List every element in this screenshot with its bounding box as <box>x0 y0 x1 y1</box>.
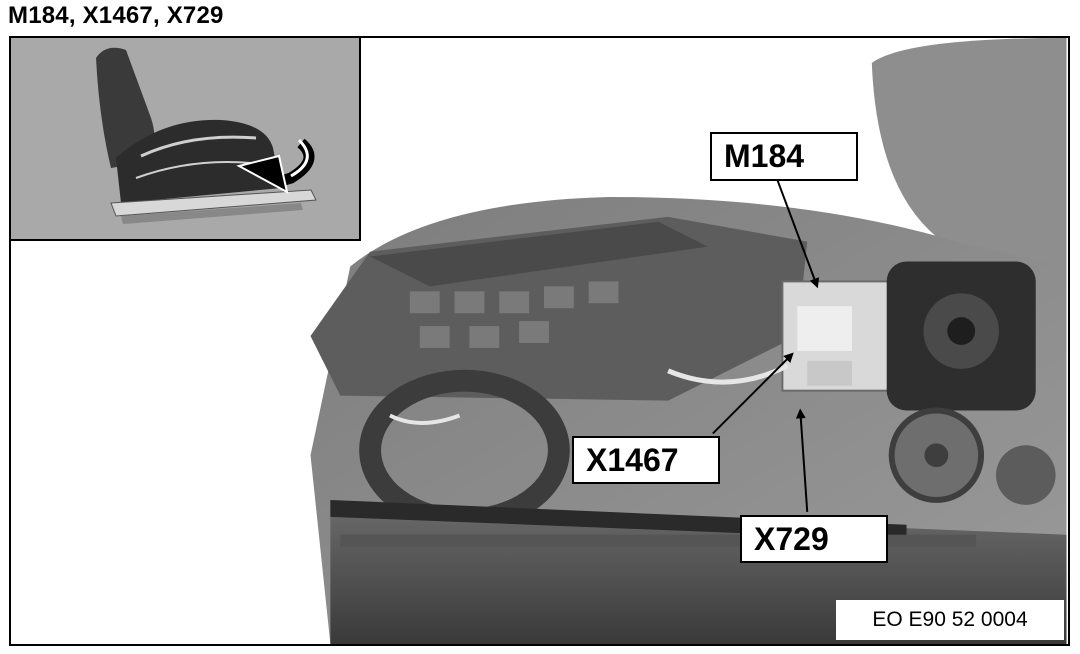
callout-x729: X729 <box>740 515 888 563</box>
callout-m184: M184 <box>710 132 858 181</box>
diagram-frame: M184 X1467 X729 EO E90 52 0004 <box>9 36 1070 646</box>
page-title: M184, X1467, X729 <box>8 2 224 29</box>
callout-x1467: X1467 <box>572 436 720 484</box>
curved-arrow-icon <box>236 138 315 194</box>
figure-code: EO E90 52 0004 <box>836 600 1064 640</box>
seat-overview-inset <box>11 38 361 241</box>
seat-overview-icon <box>96 47 317 224</box>
